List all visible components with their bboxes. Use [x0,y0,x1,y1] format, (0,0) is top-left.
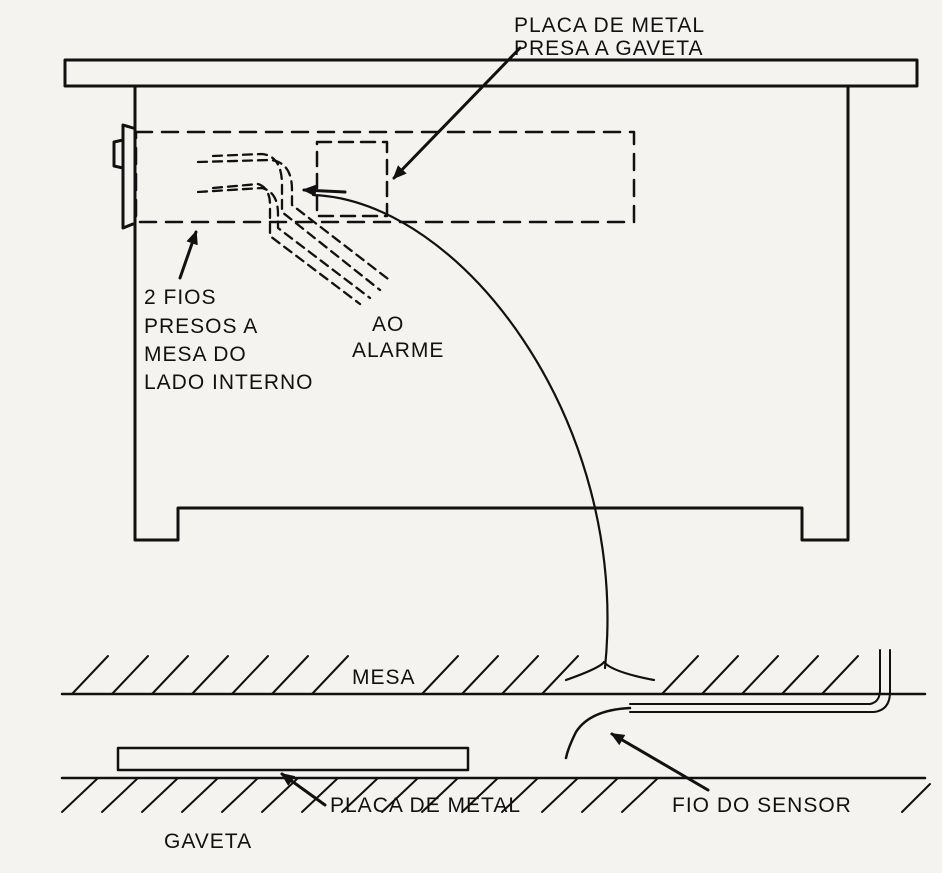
label-mesa: MESA [352,666,416,689]
label-fios-2: PRESOS A [144,315,258,338]
two-wires [196,152,394,306]
table-hatch [71,655,859,695]
sensor-wire [311,193,609,670]
label-alarme: ALARME [352,339,444,362]
arrow-fio-sensor [610,732,710,792]
sensor-wire-end [564,660,656,682]
sensor-wire-hook [564,706,632,760]
label-ao: AO [372,313,404,336]
sensor-wire-under-table [629,649,891,713]
label-fios-1: 2 FIOS [144,286,217,309]
label-fios-3: MESA DO [144,343,247,366]
arrow-sensor-tip [302,184,347,197]
arrow-placa-top [392,46,522,180]
label-placa-top-2: PRESA A GAVETA [514,37,703,60]
label-fios-4: LADO INTERNO [144,371,314,394]
label-placa-bottom: PLACA DE METAL [330,794,521,817]
label-placa-top-1: PLACA DE METAL [514,14,705,37]
drawer-handle [112,123,135,230]
label-fio-sensor: FIO DO SENSOR [672,794,852,817]
table-body [133,84,850,542]
table-top [63,58,919,88]
drawer-bottom-plate [116,746,470,772]
label-gaveta: GAVETA [164,830,252,853]
drawer-outline [134,130,636,224]
drawer-hatch [61,777,931,813]
arrow-fios [178,230,198,280]
arrow-placa-bottom [280,772,327,807]
drawer-metal-plate [315,140,389,218]
